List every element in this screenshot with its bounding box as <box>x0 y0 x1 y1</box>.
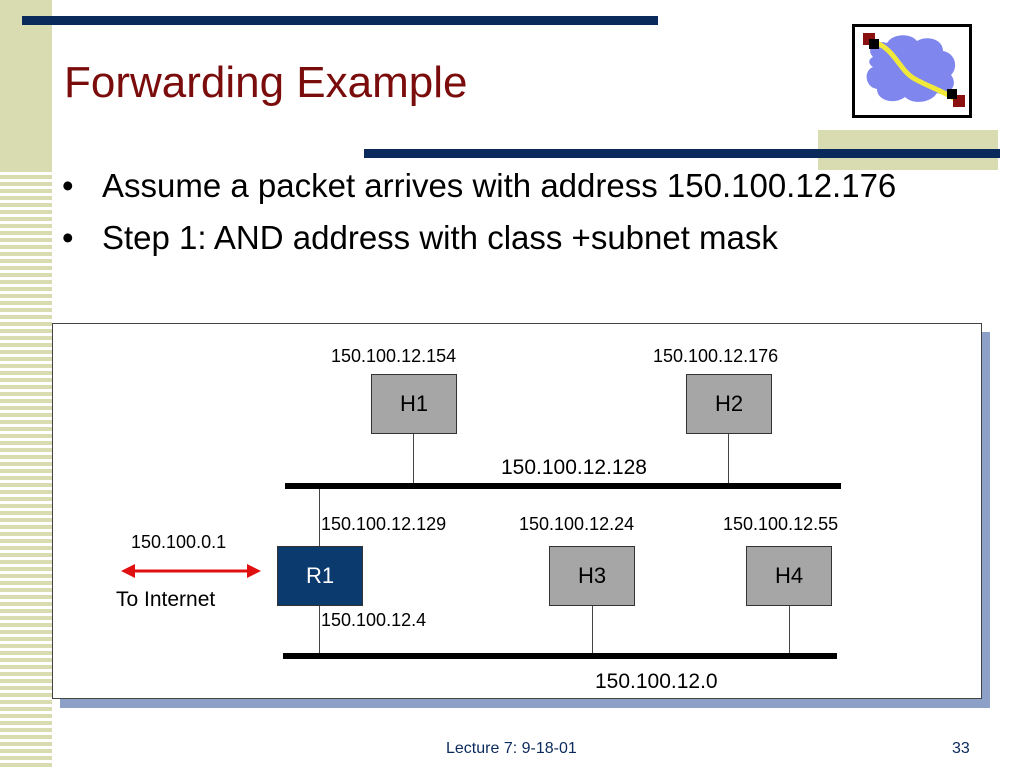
lower-network-bus <box>283 653 837 659</box>
host-h2: H2 <box>686 374 772 434</box>
upper-network-bus <box>285 483 841 489</box>
h4-address: 150.100.12.55 <box>723 514 839 534</box>
host-h1: H1 <box>371 374 457 434</box>
bullet-item: Assume a packet arrives with address 150… <box>60 166 980 206</box>
footer-lecture: Lecture 7: 9-18-01 <box>446 740 577 757</box>
r1-lower-link <box>319 606 320 654</box>
slide-title: Forwarding Example <box>64 58 468 107</box>
h3-link <box>592 606 593 654</box>
h1-link <box>413 434 414 484</box>
host-h4: H4 <box>746 546 832 606</box>
h4-link <box>789 606 790 654</box>
upper-network-label: 150.100.12.128 <box>501 456 647 479</box>
router-r1: R1 <box>277 546 363 606</box>
h2-link <box>728 434 729 484</box>
bullet-list: Assume a packet arrives with address 150… <box>60 166 980 270</box>
internet-address: 150.100.0.1 <box>131 532 227 552</box>
to-internet-label: To Internet <box>116 588 216 611</box>
network-cloud-logo-icon <box>852 24 972 118</box>
title-accent-block <box>0 0 52 170</box>
title-underline-bar <box>364 149 1000 158</box>
network-diagram: 150.100.12.154 150.100.12.176 H1 H2 150.… <box>52 323 982 699</box>
r1-upper-address: 150.100.12.129 <box>321 514 447 534</box>
host-h3: H3 <box>549 546 635 606</box>
lower-network-label: 150.100.12.0 <box>595 670 718 693</box>
h1-address: 150.100.12.154 <box>331 346 457 366</box>
r1-upper-link <box>319 489 320 549</box>
r1-lower-address: 150.100.12.4 <box>321 610 427 630</box>
h3-address: 150.100.12.24 <box>519 514 635 534</box>
slide-number: 33 <box>952 740 970 757</box>
top-accent-bar <box>22 16 658 25</box>
bidirectional-arrow-icon <box>121 564 261 578</box>
bullet-item: Step 1: AND address with class +subnet m… <box>60 218 980 258</box>
h2-address: 150.100.12.176 <box>653 346 779 366</box>
